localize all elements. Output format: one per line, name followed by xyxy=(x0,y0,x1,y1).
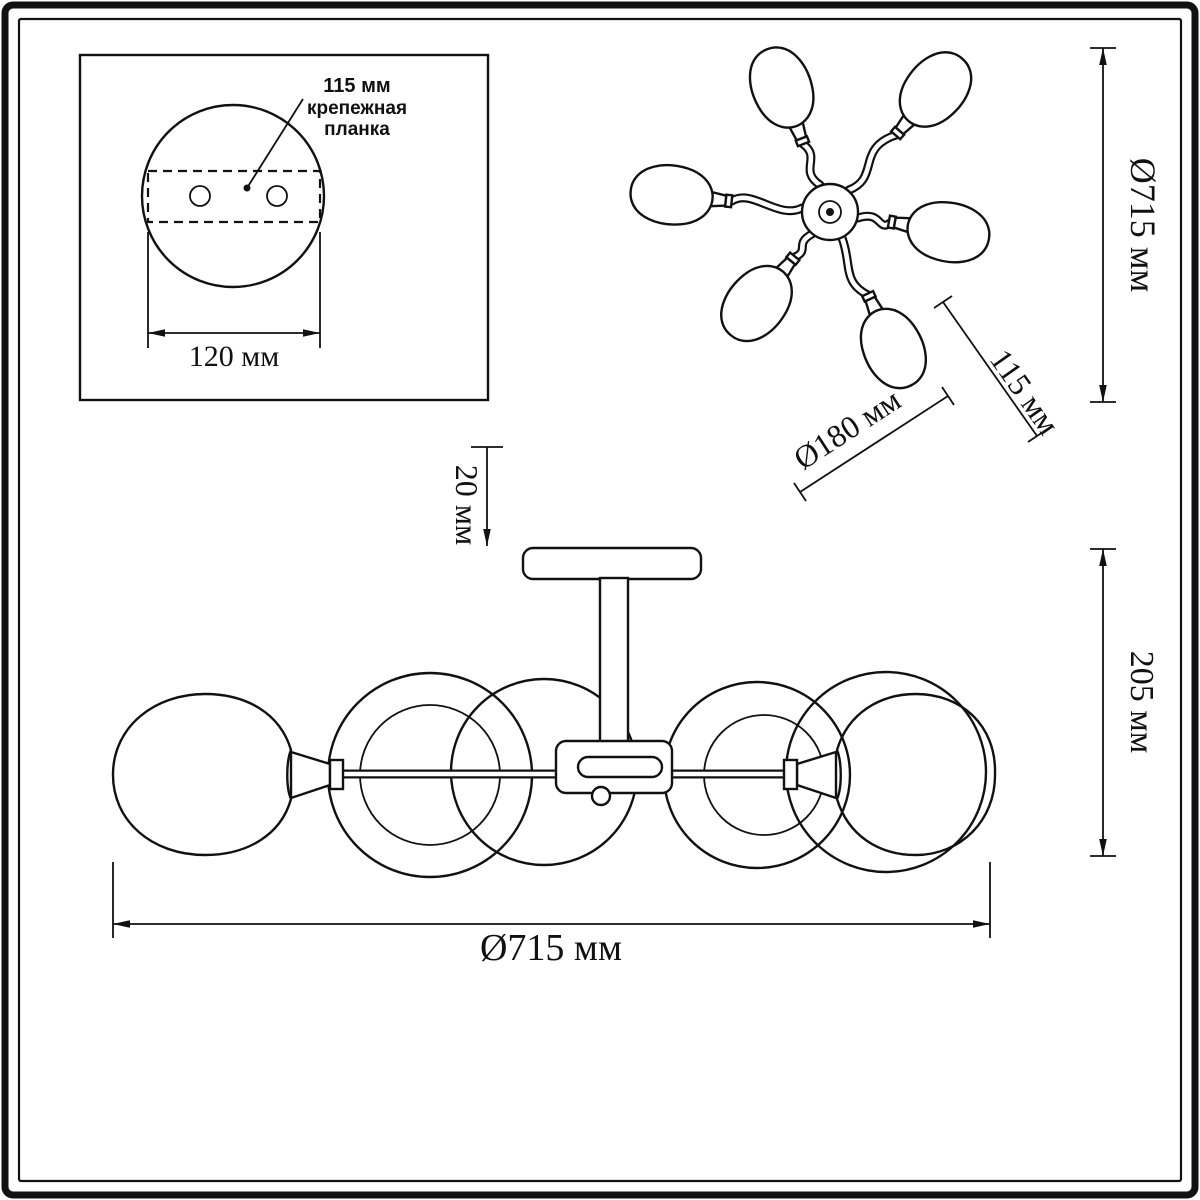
top-shade-6 xyxy=(886,200,991,264)
top-view-hub xyxy=(800,182,860,242)
dim-plate-width: 120 мм xyxy=(147,232,321,373)
mount-detail-box: 115 мм крепежная планка 120 мм xyxy=(78,53,490,402)
arm-offset-label: 115 мм xyxy=(983,342,1067,441)
top-view-shades xyxy=(629,46,991,390)
detail-box-border xyxy=(78,53,490,402)
mount-plate-circle xyxy=(140,103,326,289)
top-shade-4 xyxy=(720,250,802,343)
mount-hole-left xyxy=(189,185,211,207)
mount-hole-right xyxy=(266,185,288,207)
side-view: 20 мм 205 мм Ø715 мм xyxy=(111,446,1160,969)
dim-shade-diameter: Ø180 мм xyxy=(787,381,955,502)
leader-line xyxy=(246,98,304,189)
top-shade-2 xyxy=(748,46,815,148)
right-socket xyxy=(782,750,838,800)
hub-knob xyxy=(590,785,612,807)
dim-canopy-height: 20 мм xyxy=(449,446,503,546)
bracket-dim-label: 115 мм xyxy=(323,75,390,97)
mount-bracket-dashed-outline xyxy=(146,169,322,224)
dim-overall-width: Ø715 мм xyxy=(112,862,991,969)
dim-arm-offset: 115 мм xyxy=(933,295,1067,443)
stem xyxy=(598,576,630,746)
ceiling-canopy xyxy=(521,546,703,581)
top-shade-3 xyxy=(629,164,734,226)
body-height-label: 205 мм xyxy=(1123,651,1160,754)
dim-body-height: 205 мм xyxy=(1090,548,1160,857)
canopy-height-label: 20 мм xyxy=(449,465,485,546)
hub-slot xyxy=(576,755,664,779)
top-shade-1 xyxy=(889,51,973,141)
side-shade-tulip-left xyxy=(111,692,293,857)
bracket-name-line2: планка xyxy=(324,119,390,140)
overall-width-label: Ø715 мм xyxy=(480,927,622,969)
top-shade-5 xyxy=(859,289,927,390)
dim-top-overall-diameter: Ø715 мм xyxy=(1090,47,1163,403)
top-overall-diameter-label: Ø715 мм xyxy=(1123,158,1163,293)
bracket-name-line1: крепежная xyxy=(307,98,407,119)
plate-width-label: 120 мм xyxy=(189,340,279,373)
left-socket xyxy=(289,750,345,800)
top-view: Ø715 мм 115 мм Ø180 мм xyxy=(629,46,1163,502)
